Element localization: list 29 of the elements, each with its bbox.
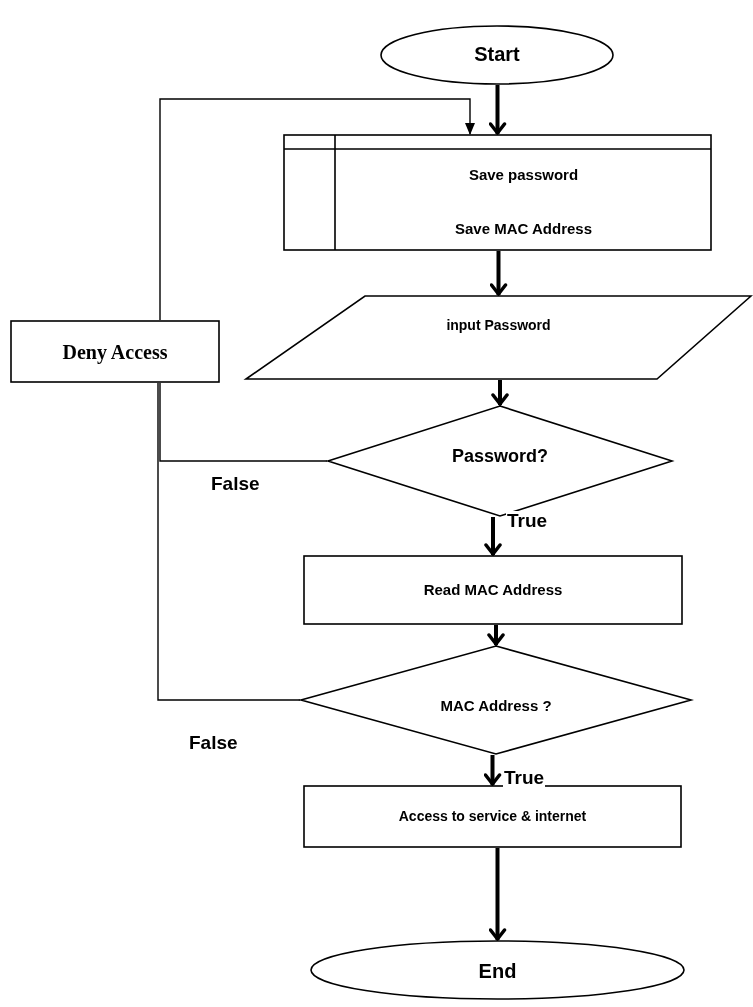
process-box [303, 785, 682, 848]
node-text: Deny Access [61, 341, 169, 364]
node-text: MAC Address ? [439, 697, 553, 714]
node-text: input Password [445, 316, 552, 333]
storage-box [283, 134, 712, 251]
arrow [487, 625, 505, 646]
process-box [303, 555, 683, 625]
arrow [488, 85, 507, 135]
start-ellipse [380, 25, 614, 85]
decision-diamond [300, 645, 692, 755]
arrow [488, 848, 507, 941]
node-text: Read MAC Address [422, 581, 564, 598]
connector-line [157, 382, 301, 701]
arrow [489, 251, 508, 296]
arrow [159, 98, 475, 321]
arrow [484, 517, 502, 556]
connector-line [159, 382, 328, 462]
node-text: Start [473, 43, 521, 66]
node-text: End [477, 960, 518, 983]
arrow [491, 380, 509, 406]
process-box [10, 320, 220, 383]
node-text: Access to service & internet [397, 807, 588, 824]
node-text: Save password [467, 166, 580, 183]
node-text: Password? [451, 446, 549, 468]
node-text: Save MAC Address [454, 220, 593, 237]
edge-label: True [503, 768, 546, 789]
input-parallelogram [245, 295, 752, 380]
arrow [483, 755, 502, 786]
end-ellipse [310, 940, 685, 1000]
